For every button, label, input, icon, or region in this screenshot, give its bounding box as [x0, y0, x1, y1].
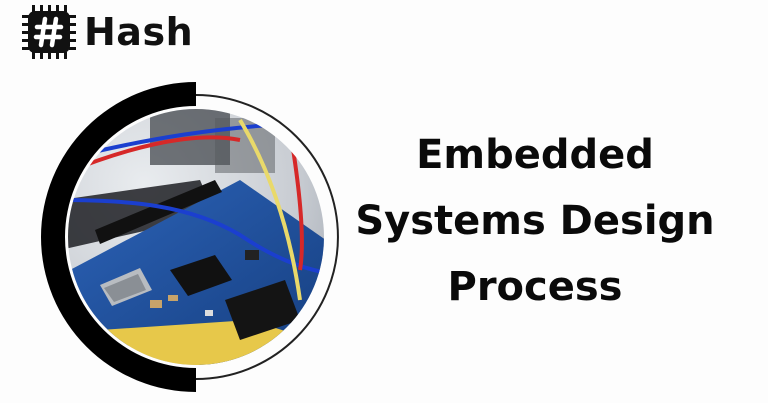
brand-name: Hash: [84, 10, 194, 54]
black-half-ring: [41, 82, 196, 392]
hash-chip-icon: [22, 5, 76, 59]
thin-ring: [195, 94, 339, 380]
title-line-1: Embedded: [416, 132, 654, 178]
brand-logo[interactable]: Hash: [20, 5, 194, 59]
page-title: Embedded Systems Design Process: [330, 122, 740, 320]
title-line-3: Process: [447, 264, 623, 310]
title-line-2: Systems Design: [355, 198, 715, 244]
